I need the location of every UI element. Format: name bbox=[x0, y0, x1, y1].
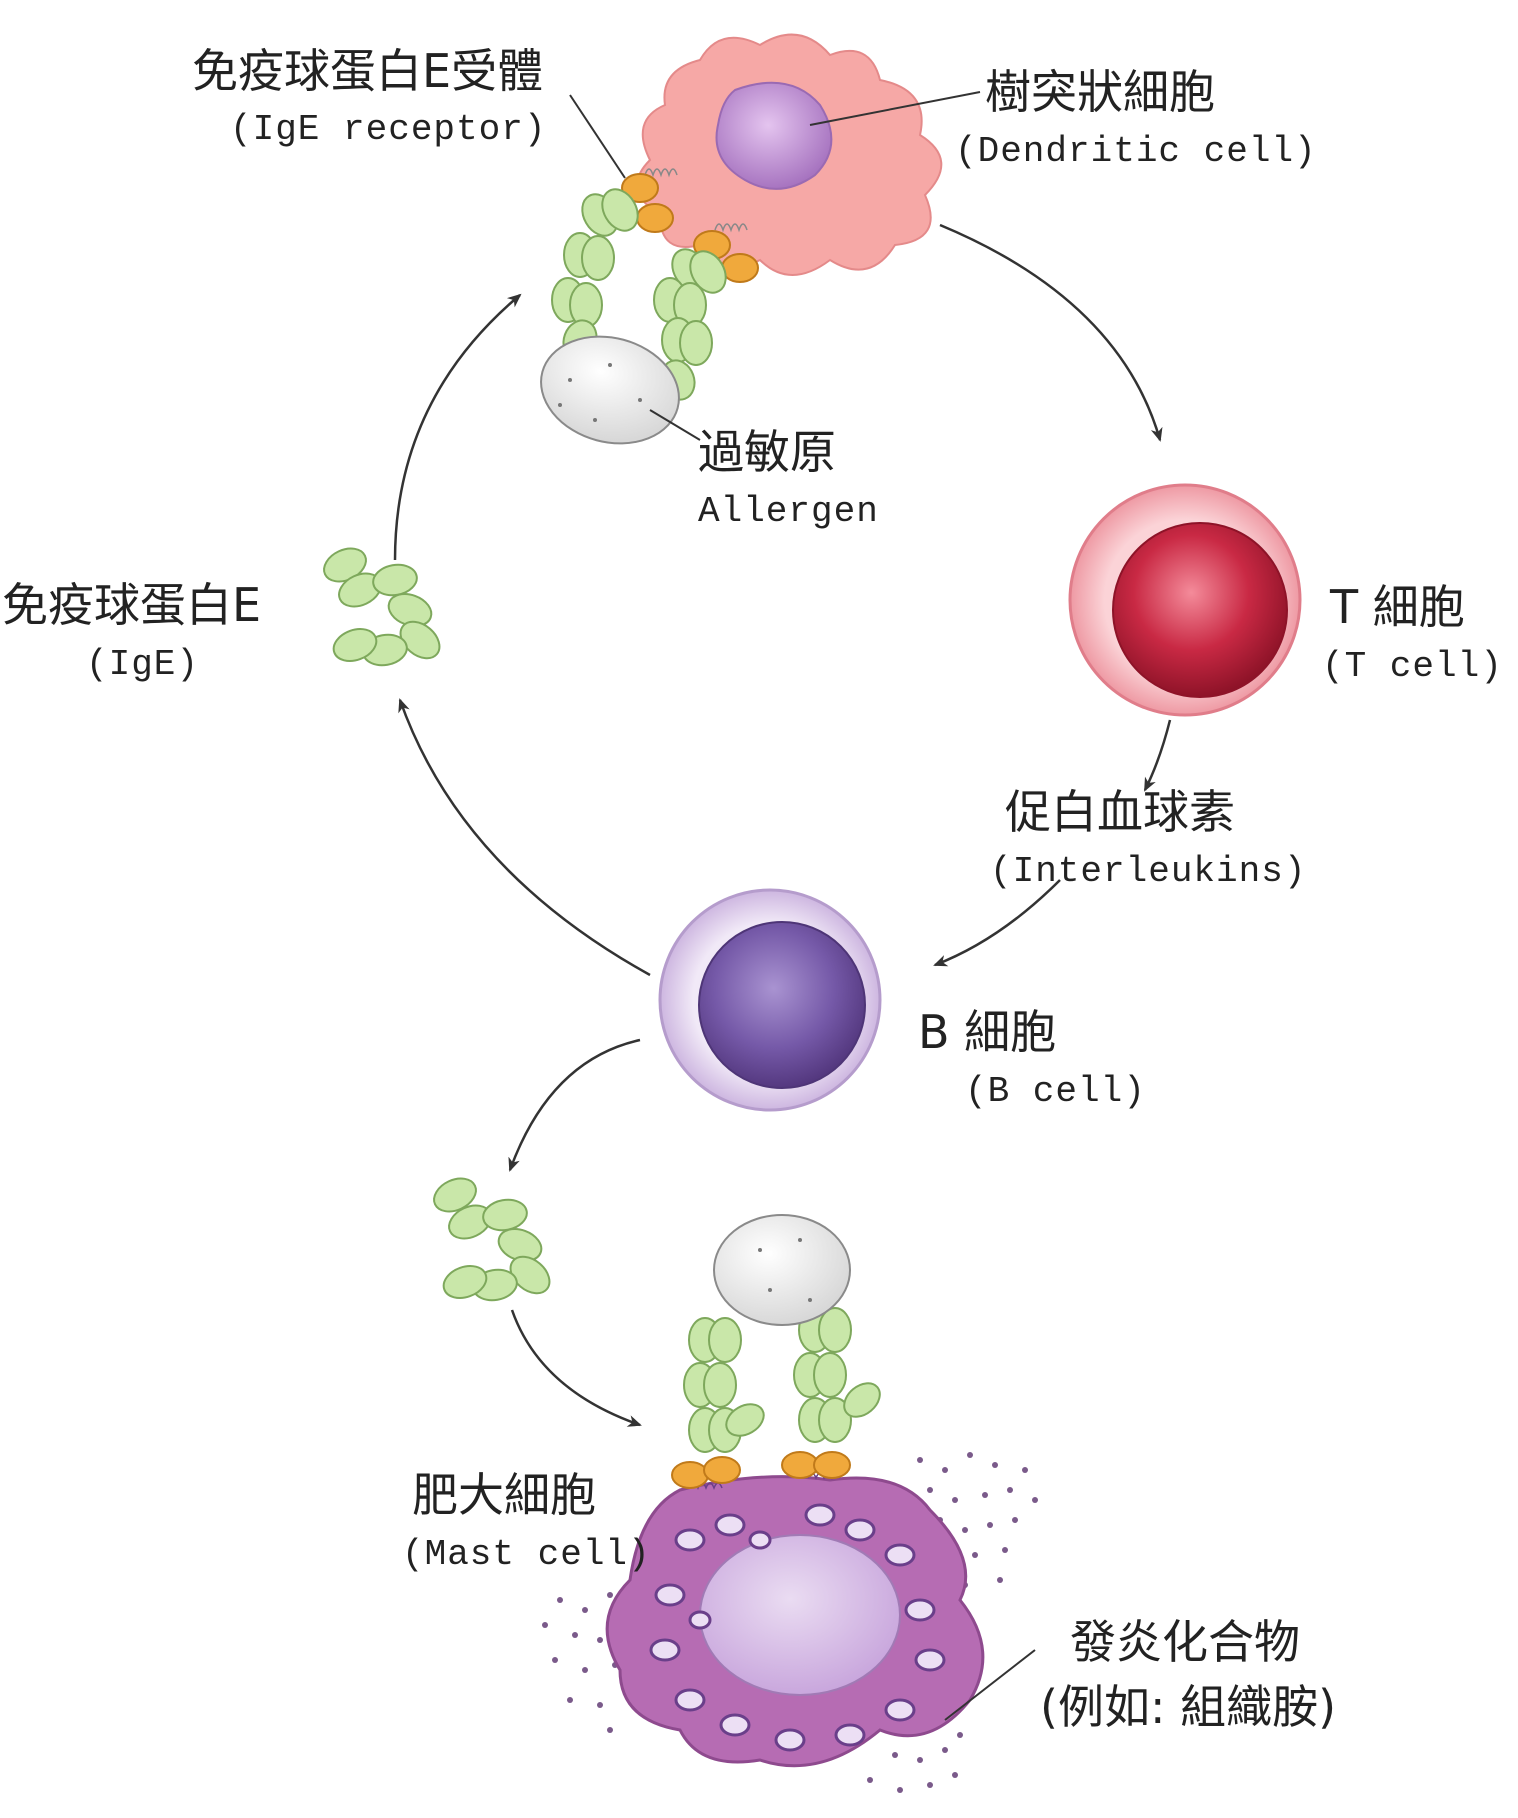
allergen-label-zh: 過敏原 bbox=[698, 425, 836, 479]
dendritic-antibody-complex bbox=[540, 94, 759, 445]
dendritic-cell bbox=[636, 33, 981, 276]
free-ige-left bbox=[323, 547, 441, 667]
mast-label-en: (Mast cell) bbox=[402, 1534, 651, 1575]
interleukins-label-en: (Interleukins) bbox=[990, 851, 1307, 892]
ige-label-en: (IgE) bbox=[86, 644, 200, 685]
inflam-label-zh: 發炎化合物 bbox=[1070, 1615, 1300, 1669]
arrow-bcell-to-ige2 bbox=[508, 1038, 641, 1172]
mast-cell-complex bbox=[542, 1214, 1038, 1793]
receptor-fringe bbox=[644, 168, 748, 233]
receptor-group-2 bbox=[693, 230, 759, 283]
dendritic-pointer bbox=[809, 91, 981, 126]
mast-granules bbox=[649, 1503, 946, 1752]
cycle-arrows bbox=[393, 223, 1172, 1427]
bcell-label-zh: B 細胞 bbox=[918, 1005, 1057, 1059]
mast-label-zh: 肥大細胞 bbox=[412, 1468, 596, 1522]
ige-receptor-label-en: (IgE receptor) bbox=[230, 109, 547, 150]
receptor-group-1 bbox=[621, 173, 674, 233]
arrow-dendritic-to-tcell bbox=[939, 223, 1163, 442]
interleukins-label-zh: 促白血球素 bbox=[1005, 785, 1235, 839]
tcell-label-zh: T 細胞 bbox=[1330, 580, 1465, 634]
mast-nucleus bbox=[699, 1534, 901, 1696]
inflam-label-en: (例如: 組織胺) bbox=[1040, 1680, 1337, 1734]
ige-receptor-label-zh: 免疫球蛋白E受體 bbox=[192, 44, 544, 98]
allergen-label-en: Allergen bbox=[698, 491, 879, 532]
arrow-ige-to-dendritic bbox=[393, 293, 522, 561]
ige-antibody-mast-2 bbox=[793, 1307, 881, 1443]
free-ige-lower bbox=[433, 1177, 551, 1302]
t-cell bbox=[1068, 483, 1302, 717]
allergen-top bbox=[540, 335, 701, 445]
arrow-ige2-to-mast bbox=[510, 1309, 642, 1427]
tcell-label-en: (T cell) bbox=[1322, 646, 1503, 687]
ige-antibody-bound-2 bbox=[653, 248, 727, 401]
arrow-tcell-to-interleukins bbox=[1143, 719, 1172, 792]
dendritic-label-zh: 樹突狀細胞 bbox=[985, 65, 1215, 119]
arrow-interleukins-to-bcell bbox=[933, 879, 1061, 967]
inflammatory-pointer bbox=[944, 1649, 1036, 1721]
b-cell bbox=[658, 888, 882, 1112]
ige-label-zh: 免疫球蛋白E bbox=[2, 578, 262, 632]
ige-receptor-pointer bbox=[569, 94, 626, 179]
bcell-label-en: (B cell) bbox=[965, 1071, 1146, 1112]
allergen-pointer bbox=[649, 409, 701, 441]
mast-receptors bbox=[671, 1451, 851, 1489]
ige-antibody-mast-1 bbox=[683, 1317, 765, 1453]
arrow-bcell-to-ige bbox=[398, 698, 651, 977]
dendritic-nucleus bbox=[715, 81, 833, 190]
dendritic-label-en: (Dendritic cell) bbox=[955, 131, 1317, 172]
allergen-mast bbox=[713, 1214, 851, 1326]
